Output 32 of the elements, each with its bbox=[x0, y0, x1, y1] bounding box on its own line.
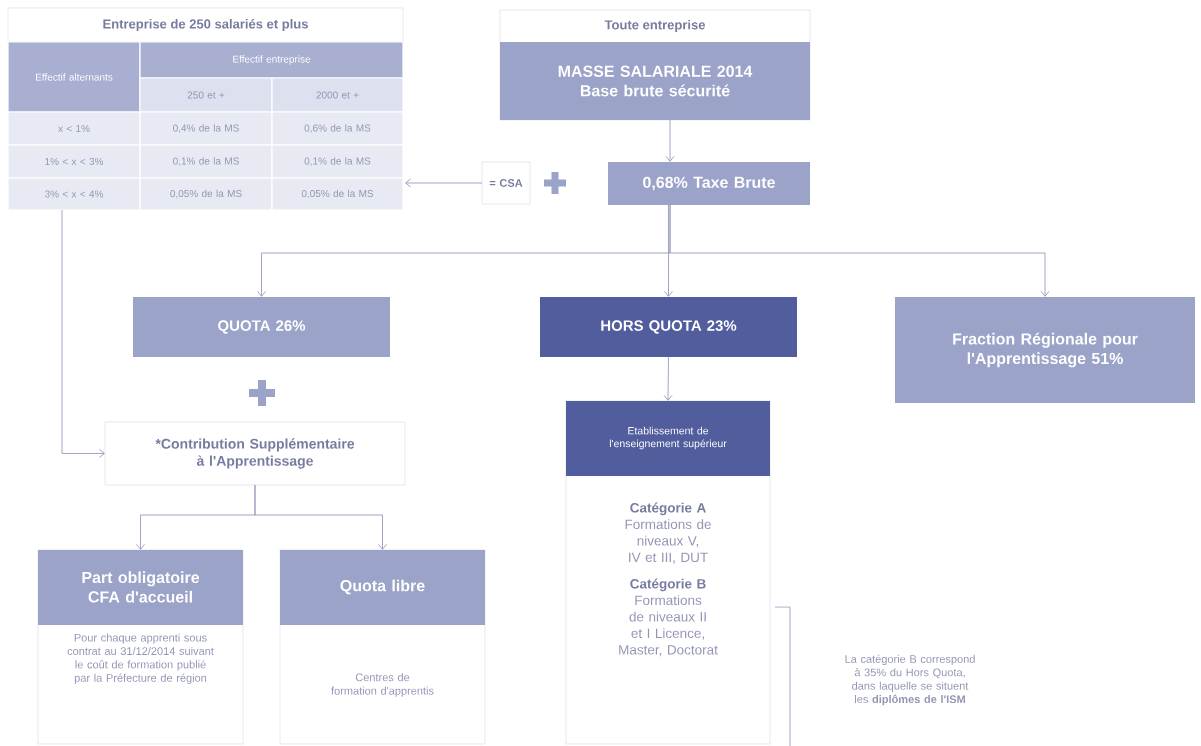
info-card: Etablissement de l'enseignement supérieur Catégorie A Formations de niveaux V, IV et III, DUT Catégorie B Formations de niveaux II et I Licence, Master, Doctorat bbox=[565, 400, 771, 745]
process-box: HORS QUOTA 23% bbox=[540, 297, 797, 357]
table-cell: 250 et + bbox=[139, 77, 273, 113]
table-cell: 0,6% de la MS bbox=[271, 111, 404, 146]
arrow bbox=[663, 356, 673, 401]
table-cell: 0,1% de la MS bbox=[139, 144, 273, 179]
table-cell: 2000 et + bbox=[271, 77, 404, 113]
header-box: Toute entreprise MASSE SALARIALE 2014 Base brute sécurité bbox=[499, 9, 811, 121]
table-cell: 3% < x < 4% bbox=[7, 177, 141, 211]
arrow bbox=[405, 178, 483, 188]
note-text: La catégorie B correspond à 35% du Hors Quota, dans laquelle se situent les diplômes de l'ISM bbox=[845, 654, 975, 706]
table-cell: Effectif alternants bbox=[7, 41, 141, 113]
arrow bbox=[664, 204, 673, 297]
table-cell: 0,05% de la MS bbox=[271, 177, 404, 211]
table-cell: 0,1% de la MS bbox=[271, 144, 404, 179]
table-cell: x < 1% bbox=[7, 111, 141, 146]
text-box: *Contribution Supplémentaire à l'Apprentissage bbox=[104, 421, 406, 486]
info-card: Quota libre Centres de formation d'apprentis bbox=[279, 549, 486, 745]
table-heading: Entreprise de 250 salariés et plus bbox=[7, 7, 404, 43]
process-box: Fraction Régionale pour l'Apprentissage 51% bbox=[895, 297, 1195, 403]
table-cell: 0,05% de la MS bbox=[139, 177, 273, 211]
text-box: = CSA bbox=[481, 161, 531, 205]
arrow bbox=[665, 119, 675, 162]
process-box: 0,68% Taxe Brute bbox=[608, 162, 810, 205]
process-box: QUOTA 26% bbox=[133, 297, 390, 357]
arrow bbox=[669, 204, 1050, 297]
table-cell: 0,4% de la MS bbox=[139, 111, 273, 146]
arrow bbox=[61, 209, 105, 458]
arrow bbox=[254, 484, 387, 550]
table-cell: Effectif entreprise bbox=[139, 41, 404, 79]
info-card: Part obligatoire CFA d'accueil Pour chaque apprenti sous contrat au 31/12/2014 suivant le coût de formation publié par la Préfecture de région bbox=[37, 549, 244, 745]
table-cell: 1% < x < 3% bbox=[7, 144, 141, 179]
